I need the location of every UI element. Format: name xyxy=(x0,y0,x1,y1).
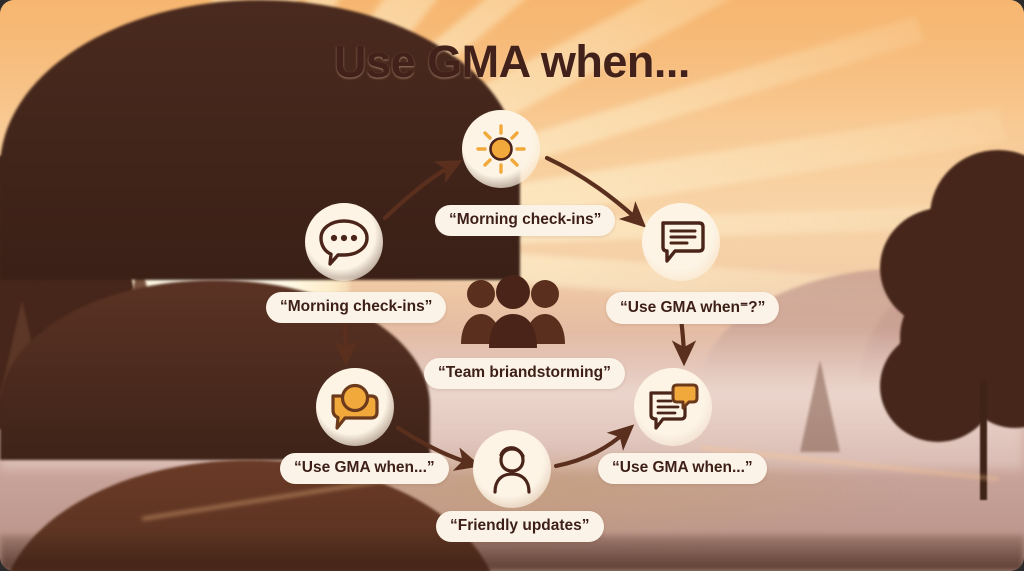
group-of-people-icon xyxy=(455,275,571,352)
label-chat-lines: “Use GMA when⁼?” xyxy=(606,292,780,324)
chat-bubble-lines-icon xyxy=(655,217,707,267)
node-speech-dots-circle[interactable] xyxy=(305,203,383,281)
node-person-circle[interactable] xyxy=(473,430,551,508)
foreground-hill-left xyxy=(0,0,520,280)
speech-bubble-dots-icon xyxy=(317,217,371,267)
label-people: “Team briandstorming” xyxy=(424,358,625,389)
label-speech-dots: “Morning check-ins” xyxy=(266,292,447,323)
conifer-tree-right xyxy=(800,360,840,452)
node-chat-lines-circle[interactable] xyxy=(642,203,720,281)
node-bubble-person-circle[interactable] xyxy=(316,368,394,446)
label-bubble-person: “Use GMA when...” xyxy=(280,453,449,484)
page-title: Use GMA when... xyxy=(334,36,690,87)
bubble-with-person-icon xyxy=(327,382,383,432)
node-double-chat-circle[interactable] xyxy=(634,368,712,446)
sun-icon xyxy=(475,123,527,175)
label-double-chat: “Use GMA when...” xyxy=(598,453,767,484)
label-person: “Friendly updates” xyxy=(436,511,604,542)
person-outline-icon xyxy=(487,444,537,494)
double-chat-bubble-icon xyxy=(645,381,701,433)
node-people-icon[interactable] xyxy=(455,272,571,348)
node-sun-icon-circle[interactable] xyxy=(462,110,540,188)
label-sun: “Morning check-ins” xyxy=(435,205,616,236)
